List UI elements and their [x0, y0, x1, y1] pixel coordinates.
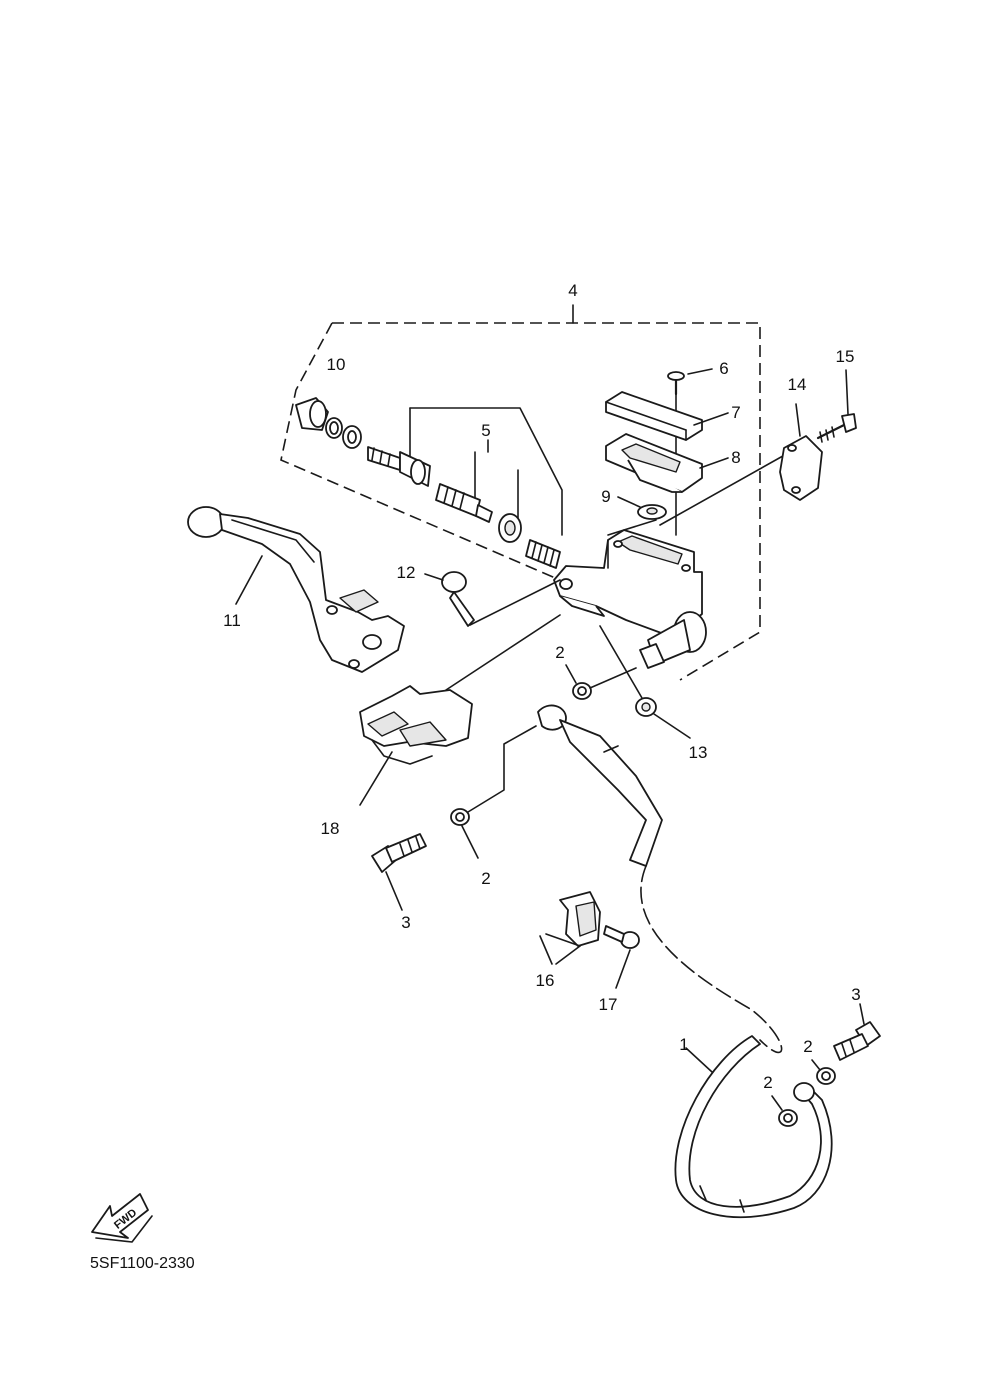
- copper-washer-part: [565, 664, 637, 700]
- circlip-part: [325, 417, 343, 439]
- copper-washer-part: [811, 1059, 836, 1085]
- callout-13: 13: [689, 743, 708, 762]
- diagram-code: 5SF1100-2330: [90, 1255, 195, 1272]
- piston-kit-bracket: [409, 407, 563, 536]
- diaphragm-part: [605, 433, 729, 493]
- pivot-nut-part: [599, 625, 691, 739]
- clutch-lever-part: [187, 506, 405, 673]
- dust-boot-part: [295, 397, 329, 431]
- copper-washer-part: [771, 1095, 798, 1127]
- holder-screw-part: [603, 925, 640, 989]
- copper-washer-part: [450, 725, 537, 859]
- callout-1: 1: [679, 1035, 688, 1054]
- callout-17: 17: [599, 995, 618, 1014]
- callout-2: 2: [481, 869, 490, 888]
- callout-10: 10: [327, 355, 346, 374]
- reservoir-cap-part: [605, 391, 729, 441]
- callout-5: 5: [481, 421, 490, 440]
- callout-2: 2: [763, 1073, 772, 1092]
- callout-8: 8: [731, 448, 740, 467]
- callout-3: 3: [401, 913, 410, 932]
- washer-part: [342, 425, 362, 449]
- push-rod-part: [367, 446, 431, 487]
- callout-2: 2: [803, 1037, 812, 1056]
- master-cylinder-body-part: [553, 451, 791, 669]
- callout-12: 12: [397, 563, 416, 582]
- diaphragm-plate-part: [617, 496, 667, 520]
- callout-2: 2: [555, 643, 564, 662]
- callout-4: 4: [568, 281, 577, 300]
- callout-14: 14: [788, 375, 807, 394]
- callout-18: 18: [321, 819, 340, 838]
- piston-cup-part: [498, 513, 522, 543]
- switch-housing-part: [359, 614, 561, 806]
- callout-9: 9: [601, 487, 610, 506]
- forward-direction-arrow-icon: FWD: [91, 1193, 153, 1243]
- callout-16: 16: [536, 971, 555, 990]
- master-cylinder-assembly-outline: [280, 304, 761, 681]
- union-bolt-part: [833, 1003, 881, 1061]
- callout-3: 3: [851, 985, 860, 1004]
- cap-screw-part: [667, 368, 713, 536]
- return-spring-part: [525, 539, 561, 569]
- clutch-hose-part: [537, 704, 833, 1219]
- callout-15: 15: [836, 347, 855, 366]
- holder-clamp-part: [779, 403, 823, 501]
- hose-holder-part: [539, 891, 601, 965]
- union-bolt-part: [371, 833, 427, 911]
- callout-7: 7: [731, 403, 740, 422]
- clamp-bolt-part: [816, 369, 857, 443]
- piston-part: [435, 483, 493, 523]
- callout-6: 6: [719, 359, 728, 378]
- lever-pivot-bolt-part: [424, 571, 561, 627]
- callout-11: 11: [223, 611, 241, 630]
